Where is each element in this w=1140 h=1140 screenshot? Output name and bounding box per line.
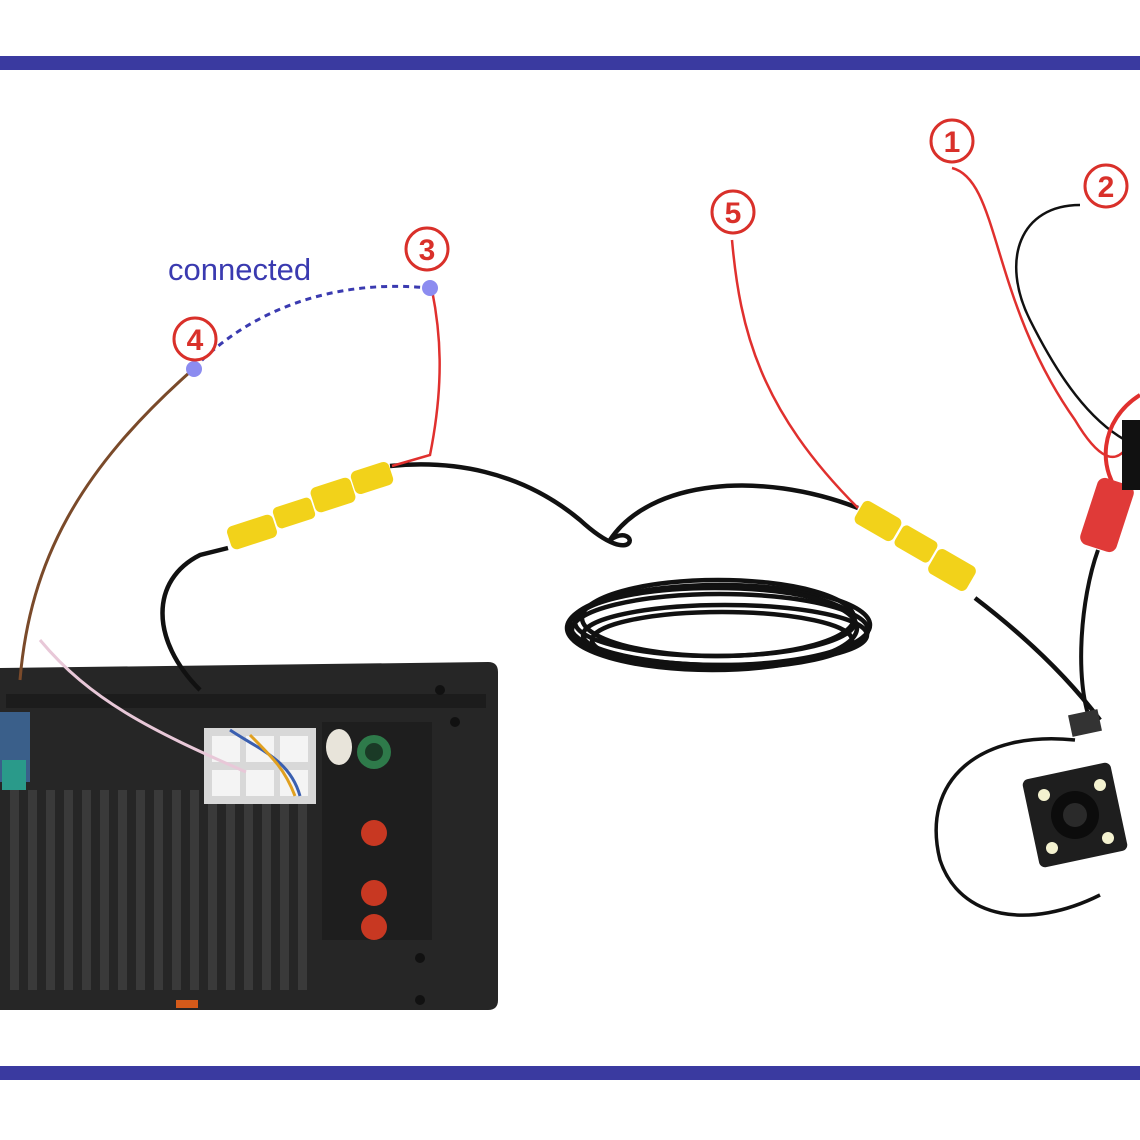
marker-3: 3 [404, 226, 450, 272]
marker-3-label: 3 [419, 234, 436, 267]
rca-connector-right [854, 500, 976, 591]
marker-1-label: 1 [944, 126, 961, 159]
connected-caption: connected [168, 252, 311, 287]
head-unit [0, 662, 498, 1010]
red-rca-socket-3 [361, 914, 387, 940]
video-cable-to-head-unit [160, 545, 229, 692]
backup-camera [1022, 709, 1128, 868]
red-power-plug [1080, 420, 1140, 553]
connection-dot-4 [186, 361, 202, 377]
rca-connector-left [227, 461, 394, 550]
pink-wire [38, 639, 247, 774]
marker-5: 5 [710, 189, 756, 235]
connection-dot-3 [422, 280, 438, 296]
marker-2: 2 [1083, 163, 1129, 209]
top-border-rule [0, 56, 1140, 70]
camera-power-cable [1079, 549, 1100, 721]
fuse-holder [326, 729, 352, 765]
bottom-border-rule [0, 1066, 1140, 1080]
marker-5-label: 5 [725, 197, 742, 230]
black-ground-wire-2 [1015, 203, 1126, 442]
heatsink-fins [10, 790, 307, 990]
red-rca-socket-1 [361, 820, 387, 846]
red-power-wire-1 [951, 166, 1126, 459]
marker-1: 1 [929, 118, 975, 164]
connected-dashed-link [192, 284, 429, 370]
video-extension-cable [389, 462, 859, 548]
brown-wire [18, 370, 191, 681]
coiled-cable [564, 577, 873, 673]
marker-2-label: 2 [1098, 171, 1115, 204]
camera-video-cable [973, 596, 1102, 722]
camera-loop-cable [934, 737, 1101, 917]
red-trigger-wire-5 [730, 239, 859, 509]
red-rca-socket-2 [361, 880, 387, 906]
marker-4: 4 [172, 316, 218, 362]
red-trigger-wire-3 [391, 289, 441, 468]
marker-4-label: 4 [187, 324, 204, 357]
